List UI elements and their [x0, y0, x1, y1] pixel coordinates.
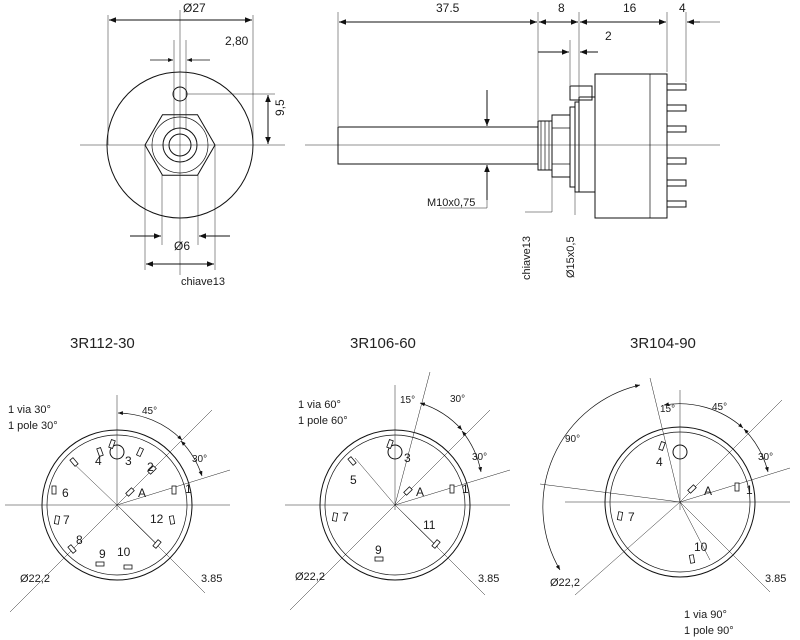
model-2-pitch: 3.85 [478, 573, 499, 585]
model-2-via: 1 via 60° [298, 399, 341, 411]
model-1-pos-2: 2 [147, 460, 154, 474]
model-3-terminal-pads [616, 441, 740, 564]
model-3-ray-45 [679, 399, 783, 503]
model-1-pos-6: 6 [62, 486, 69, 500]
model-1-diagram: 1 via 30° 1 pole 30° 45° 30° Ø22,2 3.85 … [5, 395, 231, 613]
model-3-diameter: Ø22,2 [550, 577, 580, 589]
model-1-arc-45 [117, 411, 183, 441]
key-height-label: 9,5 [273, 99, 287, 116]
model-3-pole: 1 pole 90° [684, 625, 734, 637]
model-1-title: 3R112-30 [70, 335, 135, 352]
model-3-ray-10 [679, 501, 711, 561]
front-view: Ø27 2,80 9,5 Ø6 chiave13 [80, 1, 287, 288]
model-2-pos-5: 5 [350, 473, 357, 487]
model-2-pos-3: 3 [404, 451, 411, 465]
model-3-pos-7: 7 [628, 510, 635, 524]
model-2-ray-5 [354, 457, 396, 506]
model-1-pos-10: 10 [117, 545, 131, 559]
model-3-arc-90 [542, 384, 641, 571]
model-2-diam-leader [289, 504, 396, 611]
model-1-pos-9: 9 [99, 547, 106, 561]
model-2-pole: 1 pole 60° [298, 415, 348, 427]
model-3-arc-45 [663, 402, 744, 429]
model-1-angle-a: 45° [142, 406, 157, 417]
model-3-ray-15 [649, 377, 681, 503]
model-2-diagram: 1 via 60° 1 pole 60° 15° 30° 30° Ø22,2 3… [285, 371, 511, 611]
model-2-pos-1: 1 [462, 482, 469, 496]
model-1-angle-b: 30° [192, 454, 207, 465]
model-1-ray-4 [69, 459, 118, 506]
model-2-pos-9: 9 [375, 543, 382, 557]
model-3-common: A [704, 484, 712, 498]
model-1-pole: 1 pole 30° [8, 420, 58, 432]
model-1-terminal-pads [51, 439, 177, 570]
model-1-pos-1: 1 [185, 482, 192, 496]
washer-1 [569, 106, 576, 188]
nut-chamfer [151, 116, 209, 174]
shaft-inner [168, 133, 192, 157]
shaft [337, 126, 539, 165]
terminal-length-label: 4 [679, 1, 686, 15]
body [594, 73, 668, 219]
model-3-diagram: 15° 45° 30° 90° Ø22,2 3.85 A 1 4 7 10 1 … [539, 377, 791, 637]
body-length-label: 16 [623, 1, 637, 15]
model-3-title: 3R104-90 [630, 335, 696, 352]
side-nut-label: chiave13 [521, 236, 533, 280]
model-2-pos-11: 11 [423, 518, 436, 532]
model-2-angle-b: 30° [472, 452, 487, 463]
model-3-pos-4: 4 [656, 455, 663, 469]
shaft-diameter-label: Ø6 [174, 239, 190, 253]
key-tab [569, 85, 593, 101]
model-3-angle-b: 30° [758, 452, 773, 463]
model-3-angle-top: 15° [660, 404, 675, 415]
terminals [666, 83, 687, 208]
model-2-angle-top: 15° [400, 395, 415, 406]
model-3-pos-1: 1 [746, 483, 753, 497]
model-1-diameter: Ø22,2 [20, 573, 50, 585]
model-3-pitch-ext [679, 501, 771, 593]
diameter-label: Ø27 [183, 1, 206, 15]
model-3-diam-leader [574, 501, 681, 596]
flange-label: Ø15x0,5 [565, 236, 577, 278]
body-front [578, 96, 596, 193]
model-1-pos-7: 7 [63, 513, 70, 527]
nut-label: chiave13 [181, 276, 225, 288]
model-3-pitch: 3.85 [765, 573, 786, 585]
model-1-pos-4: 4 [95, 454, 102, 468]
nut [551, 114, 571, 178]
model-1-arc-30 [180, 440, 203, 477]
model-1-pos-8: 8 [76, 533, 83, 547]
model-2-pos-7: 7 [342, 510, 349, 524]
model-1-pitch-ext [116, 504, 206, 594]
key-offset-label: 2,80 [225, 34, 249, 48]
model-1-diam-leader [9, 504, 118, 613]
washer-2 [574, 101, 580, 193]
model-2-ray-15 [394, 371, 431, 506]
model-3-pos-10: 10 [694, 540, 708, 554]
model-1-pos-12: 12 [150, 512, 164, 526]
model-3-via: 1 via 90° [684, 609, 727, 621]
model-2-title: 3R106-60 [350, 335, 416, 352]
model-2-angle-a: 30° [450, 394, 465, 405]
thread-label: M10x0,75 [427, 197, 475, 209]
gap-label: 2 [605, 29, 612, 43]
model-3-arc-30 [743, 428, 769, 473]
shaft-outer [162, 127, 198, 163]
bushing-length-label: 8 [558, 1, 565, 15]
model-3-angle-c: 90° [565, 434, 580, 445]
model-3-angle-a: 45° [712, 402, 727, 413]
model-2-terminal-pads [331, 439, 455, 562]
model-2-arc-30b [461, 430, 483, 473]
side-view: 37.5 8 16 4 2 M10x0,75 chiave13 Ø15x0,5 [305, 1, 720, 280]
model-2-pitch-ext [394, 504, 486, 596]
model-1-common: A [138, 486, 146, 500]
shaft-length-label: 37.5 [436, 1, 460, 15]
model-1-via: 1 via 30° [8, 404, 51, 416]
model-1-pitch: 3.85 [201, 573, 222, 585]
model-2-diameter: Ø22,2 [295, 571, 325, 583]
model-2-common: A [416, 485, 424, 499]
model-2-arc-30 [419, 402, 463, 431]
model-1-pos-3: 3 [125, 454, 132, 468]
